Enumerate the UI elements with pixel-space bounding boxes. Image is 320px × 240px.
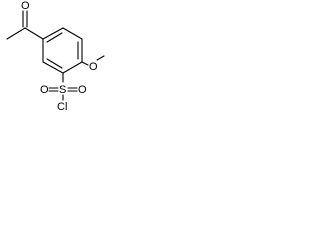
sulfonyl-chloride-group: S O O Cl: [40, 72, 87, 112]
chlorine-label: Cl: [57, 101, 67, 112]
acetyl-methyl-bond: [6, 27, 26, 40]
ring-double-bond-3: [46, 58, 63, 69]
ring-bond-1: [42, 27, 64, 40]
acetyl-oxygen-label: O: [21, 0, 30, 12]
methoxy-methyl-bond: [96, 55, 105, 61]
structure-diagram: O O S O O Cl: [0, 0, 106, 112]
benzene-ring: [42, 27, 83, 74]
ring-bond-4: [62, 61, 83, 74]
sulfonyl-oxygen-right-label: O: [78, 84, 87, 96]
methoxy-oxygen-label: O: [89, 61, 98, 73]
methoxy-ring-bond: [81, 61, 89, 66]
ring-bond-2: [62, 27, 83, 40]
acetyl-ring-bond: [24, 27, 44, 40]
ring-bond-5: [42, 61, 64, 74]
acetyl-group: O: [6, 0, 44, 40]
ring-double-bond-1: [46, 32, 63, 43]
molecule-svg: O O S O O Cl: [6, 0, 105, 112]
methoxy-group: O: [81, 55, 105, 73]
sulfonyl-oxygen-left-label: O: [40, 84, 49, 96]
sulfur-label: S: [59, 84, 66, 96]
